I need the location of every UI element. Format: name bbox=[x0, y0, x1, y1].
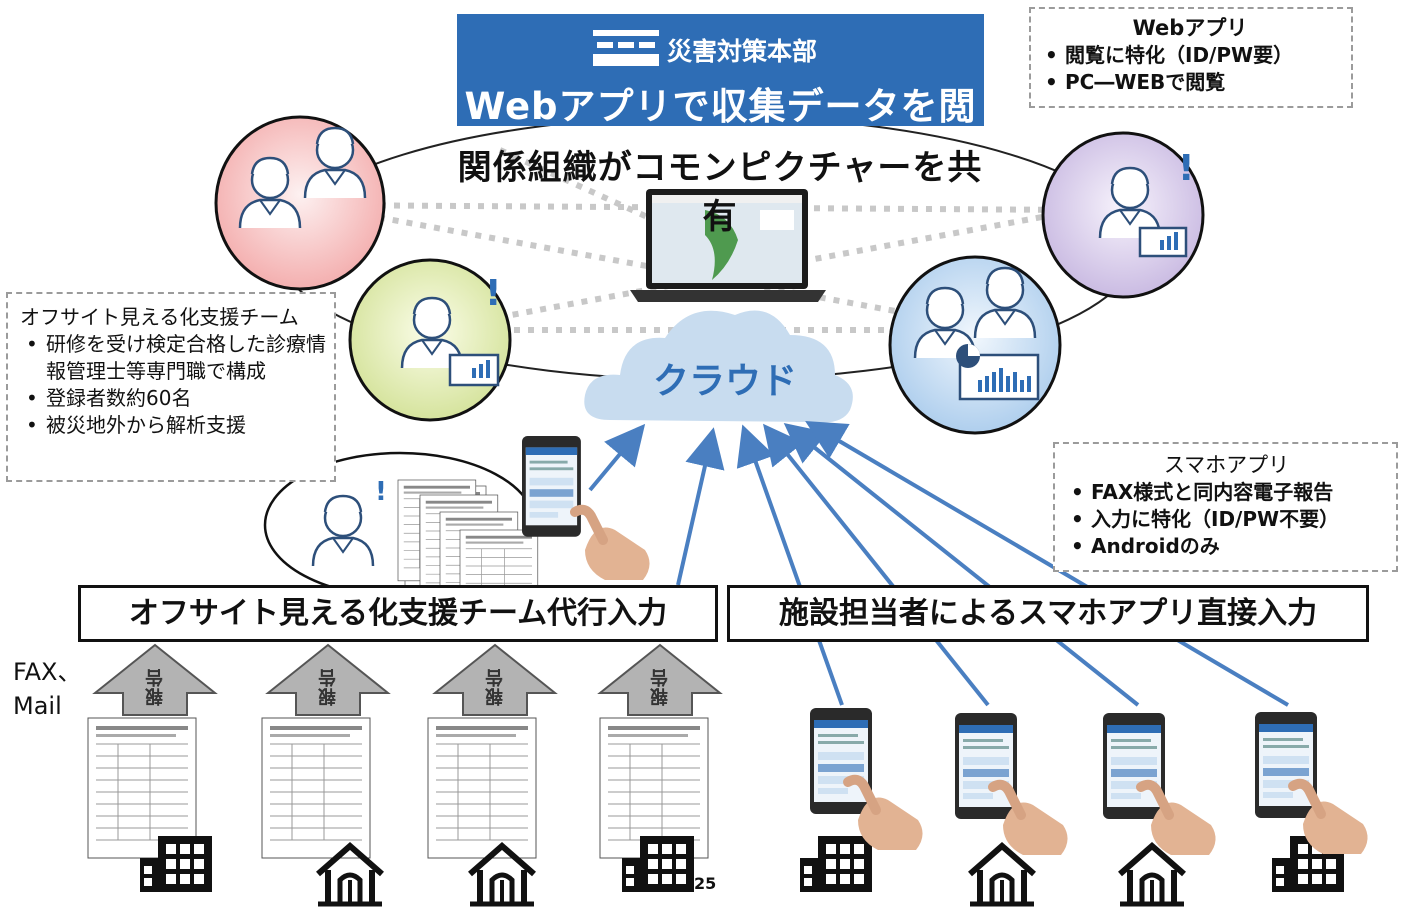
report-arrow-label: 報告 bbox=[318, 668, 339, 706]
support-team-note-item: 研修を受け検定合格した診療情報管理士等専門職で構成 bbox=[20, 331, 326, 385]
hq-emblem-icon bbox=[593, 30, 659, 66]
report-arrow-label: 報告 bbox=[145, 668, 166, 706]
headquarters-banner: 災害対策本部 Webアプリで収集データを閲覧 bbox=[457, 14, 984, 182]
smartphone-app-note-item: 入力に特化（ID/PW不要） bbox=[1065, 506, 1388, 533]
smartphone-app-note-item: FAX様式と同内容電子報告 bbox=[1065, 479, 1388, 506]
svg-text:!: ! bbox=[1178, 148, 1194, 189]
fax-mail-label: FAX、 Mail bbox=[13, 658, 82, 720]
smartphone-app-note-item: Androidのみ bbox=[1065, 533, 1388, 560]
report-arrow-label: 報告 bbox=[485, 668, 506, 706]
laptop-icon bbox=[630, 189, 826, 302]
stakeholder-circle-blue bbox=[888, 255, 1062, 435]
smartphone-app-note-title: スマホアプリ bbox=[1163, 453, 1290, 477]
report-arrow-label: 報告 bbox=[650, 668, 671, 706]
web-app-note-title: Webアプリ bbox=[1132, 16, 1248, 40]
page-number: 25 bbox=[694, 874, 717, 893]
web-app-note: Webアプリ 閲覧に特化（ID/PW要） PC―WEBで閲覧 bbox=[1029, 7, 1353, 108]
web-app-note-item: 閲覧に特化（ID/PW要） bbox=[1039, 42, 1341, 69]
support-team-note: オフサイト見える化支援チーム 研修を受け検定合格した診療情報管理士等専門職で構成… bbox=[6, 292, 336, 482]
support-team-note-item: 登録者数約60名 bbox=[20, 385, 326, 412]
svg-text:!: ! bbox=[375, 477, 387, 507]
building-icon bbox=[800, 836, 872, 892]
support-team-note-item: 被災地外から解析支援 bbox=[20, 412, 326, 439]
stakeholder-circle-red bbox=[214, 115, 386, 291]
cloud-icon bbox=[584, 310, 853, 423]
cloud-label: クラウド bbox=[652, 361, 797, 402]
hq-subtitle: Webアプリで収集データを閲覧 bbox=[464, 85, 977, 182]
smartphone-icon bbox=[522, 436, 581, 537]
proxy-input-bar: オフサイト見える化支援チーム代行入力 bbox=[78, 585, 718, 642]
smartphone-app-note: スマホアプリ FAX様式と同内容電子報告 入力に特化（ID/PW不要） Andr… bbox=[1053, 442, 1398, 572]
web-app-note-item: PC―WEBで閲覧 bbox=[1039, 69, 1341, 96]
direct-input-bar: 施設担当者によるスマホアプリ直接入力 bbox=[727, 585, 1369, 642]
support-team-note-title: オフサイト見える化支援チーム bbox=[20, 305, 299, 329]
hq-name: 災害対策本部 bbox=[667, 37, 818, 66]
headline: 関係組織がコモンピクチャーを共有 bbox=[457, 148, 983, 237]
svg-text:!: ! bbox=[485, 273, 501, 314]
